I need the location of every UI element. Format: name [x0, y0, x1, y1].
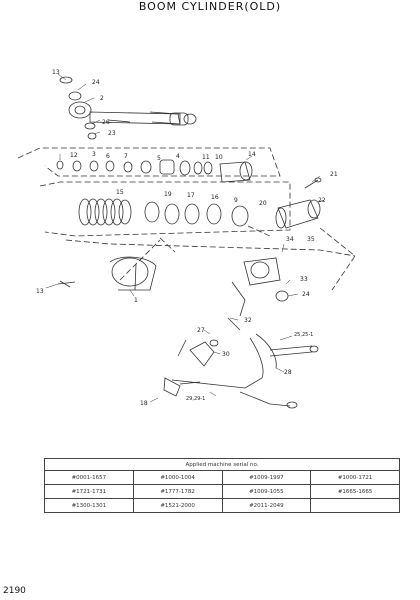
- table-row: #1300-1301 #1521-2000 #2011-2049: [44, 498, 400, 513]
- callout-labels: 13 24 2 26 23 12 3 6 7 5 4 11 10 14 21 2…: [36, 69, 338, 407]
- assembly-guide-lines: [17, 147, 356, 291]
- callout-16: 16: [211, 194, 219, 201]
- callout-34: 34: [286, 236, 294, 243]
- callout-26: 26: [102, 119, 110, 126]
- callout-21: 21: [330, 171, 338, 178]
- callout-33: 33: [300, 276, 308, 283]
- callout-1: 1: [134, 297, 138, 304]
- callout-32: 32: [244, 317, 252, 324]
- table-cell: #1000-1721: [310, 470, 400, 485]
- serial-number-table: Applied machine serial no. #0001-1657 #1…: [44, 458, 400, 513]
- seal-ring-row: [56, 159, 253, 183]
- callout-30: 30: [222, 351, 230, 358]
- callout-11: 11: [202, 154, 210, 161]
- table-cell: #1009-1055: [221, 484, 312, 499]
- table-cell: #1777-1782: [132, 484, 223, 499]
- callout-13b: 13: [36, 288, 44, 295]
- callout-24a: 24: [92, 79, 100, 86]
- table-cell: #1300-1301: [44, 498, 134, 513]
- table-cell: #1000-1004: [132, 470, 223, 485]
- table-cell: #1721-1731: [44, 484, 134, 499]
- callout-27: 27: [197, 327, 205, 334]
- callout-4: 4: [176, 153, 180, 160]
- callout-18: 18: [140, 400, 148, 407]
- callout-17: 17: [187, 192, 195, 199]
- callout-5: 5: [157, 155, 161, 162]
- table-cell: [310, 498, 400, 513]
- rod-head-group: [59, 76, 197, 140]
- callout-23: 23: [108, 130, 116, 137]
- table-cell: #2011-2049: [221, 498, 312, 513]
- callout-35: 35: [307, 236, 315, 243]
- table-cell: #1009-1997: [221, 470, 312, 485]
- callout-19: 19: [164, 191, 172, 198]
- page-number: 2190: [3, 586, 26, 596]
- callout-10: 10: [215, 154, 223, 161]
- callout-28: 28: [284, 369, 292, 376]
- callout-29: 29,29-1: [186, 396, 205, 402]
- table-cell: #1665-1665: [310, 484, 400, 499]
- callout-9: 9: [234, 197, 238, 204]
- callout-13a: 13: [52, 69, 60, 76]
- callout-12: 12: [70, 152, 78, 159]
- callout-3: 3: [92, 151, 96, 158]
- callout-22: 22: [318, 197, 326, 204]
- callout-15: 15: [116, 189, 124, 196]
- page-title: BOOM CYLINDER(OLD): [138, 0, 282, 13]
- piston-row: [78, 177, 322, 229]
- leader-lines: [45, 73, 325, 403]
- callout-7: 7: [124, 153, 128, 160]
- table-cell: #1521-2000: [132, 498, 223, 513]
- callout-25: 25,25-1: [294, 332, 313, 338]
- table-row: #0001-1657 #1000-1004 #1009-1997 #1000-1…: [44, 470, 400, 485]
- table-row: #1721-1731 #1777-1782 #1009-1055 #1665-1…: [44, 484, 400, 499]
- callout-24b: 24: [302, 291, 310, 298]
- callout-2: 2: [100, 95, 104, 102]
- serial-table-header: Applied machine serial no.: [44, 458, 400, 471]
- cylinder-tube-group: [57, 256, 289, 317]
- callout-6: 6: [106, 153, 110, 160]
- callout-14: 14: [248, 151, 256, 158]
- table-cell: #0001-1657: [44, 470, 134, 485]
- callout-20: 20: [259, 200, 267, 207]
